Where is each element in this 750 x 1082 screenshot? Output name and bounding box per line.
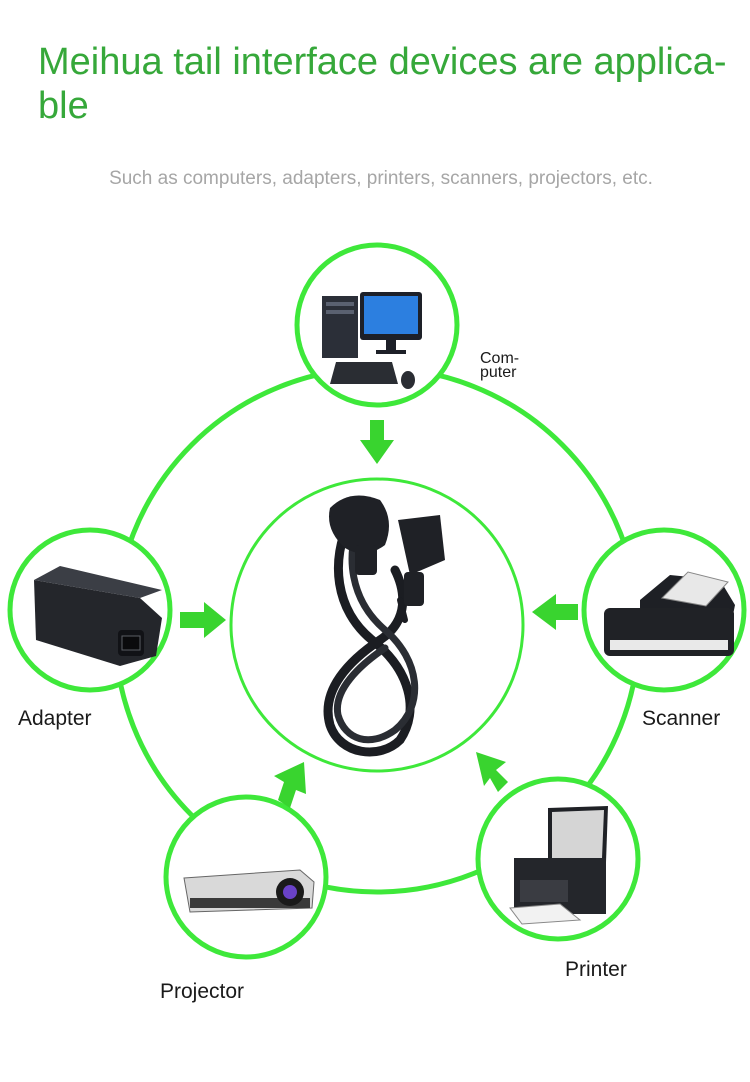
arrow-up-left [476,752,508,792]
adapter-icon [34,566,162,666]
printer-icon [509,806,608,925]
arrows [180,420,578,808]
arrow-left [532,594,578,630]
scanner-label: Scanner [642,707,721,730]
printer-label: Printer [565,958,627,981]
page-subtitle: Such as computers, adapters, printers, s… [109,168,653,189]
arrow-down [360,420,394,464]
adapter-label: Adapter [18,707,92,730]
projector-icon [183,869,315,913]
arrow-up-right [274,762,306,808]
computer-icon [322,292,422,389]
projector-label: Projector [160,980,245,1003]
page-title-line-1: Meihua tail interface devices are applic… [38,41,727,83]
page-title: Meihua tail interface devices are applic… [38,40,738,128]
arrow-right [180,602,226,638]
iec-connector-icon [398,515,445,606]
page-title-line-2: ble [38,85,89,127]
scanner-icon [604,571,735,656]
computer-label-line-2: puter [480,364,517,381]
power-cord-icon [323,515,419,757]
computer-label: Com- puter [480,350,520,381]
computer-label-line-1: Com- [480,350,520,367]
plug-head-icon [329,495,389,575]
